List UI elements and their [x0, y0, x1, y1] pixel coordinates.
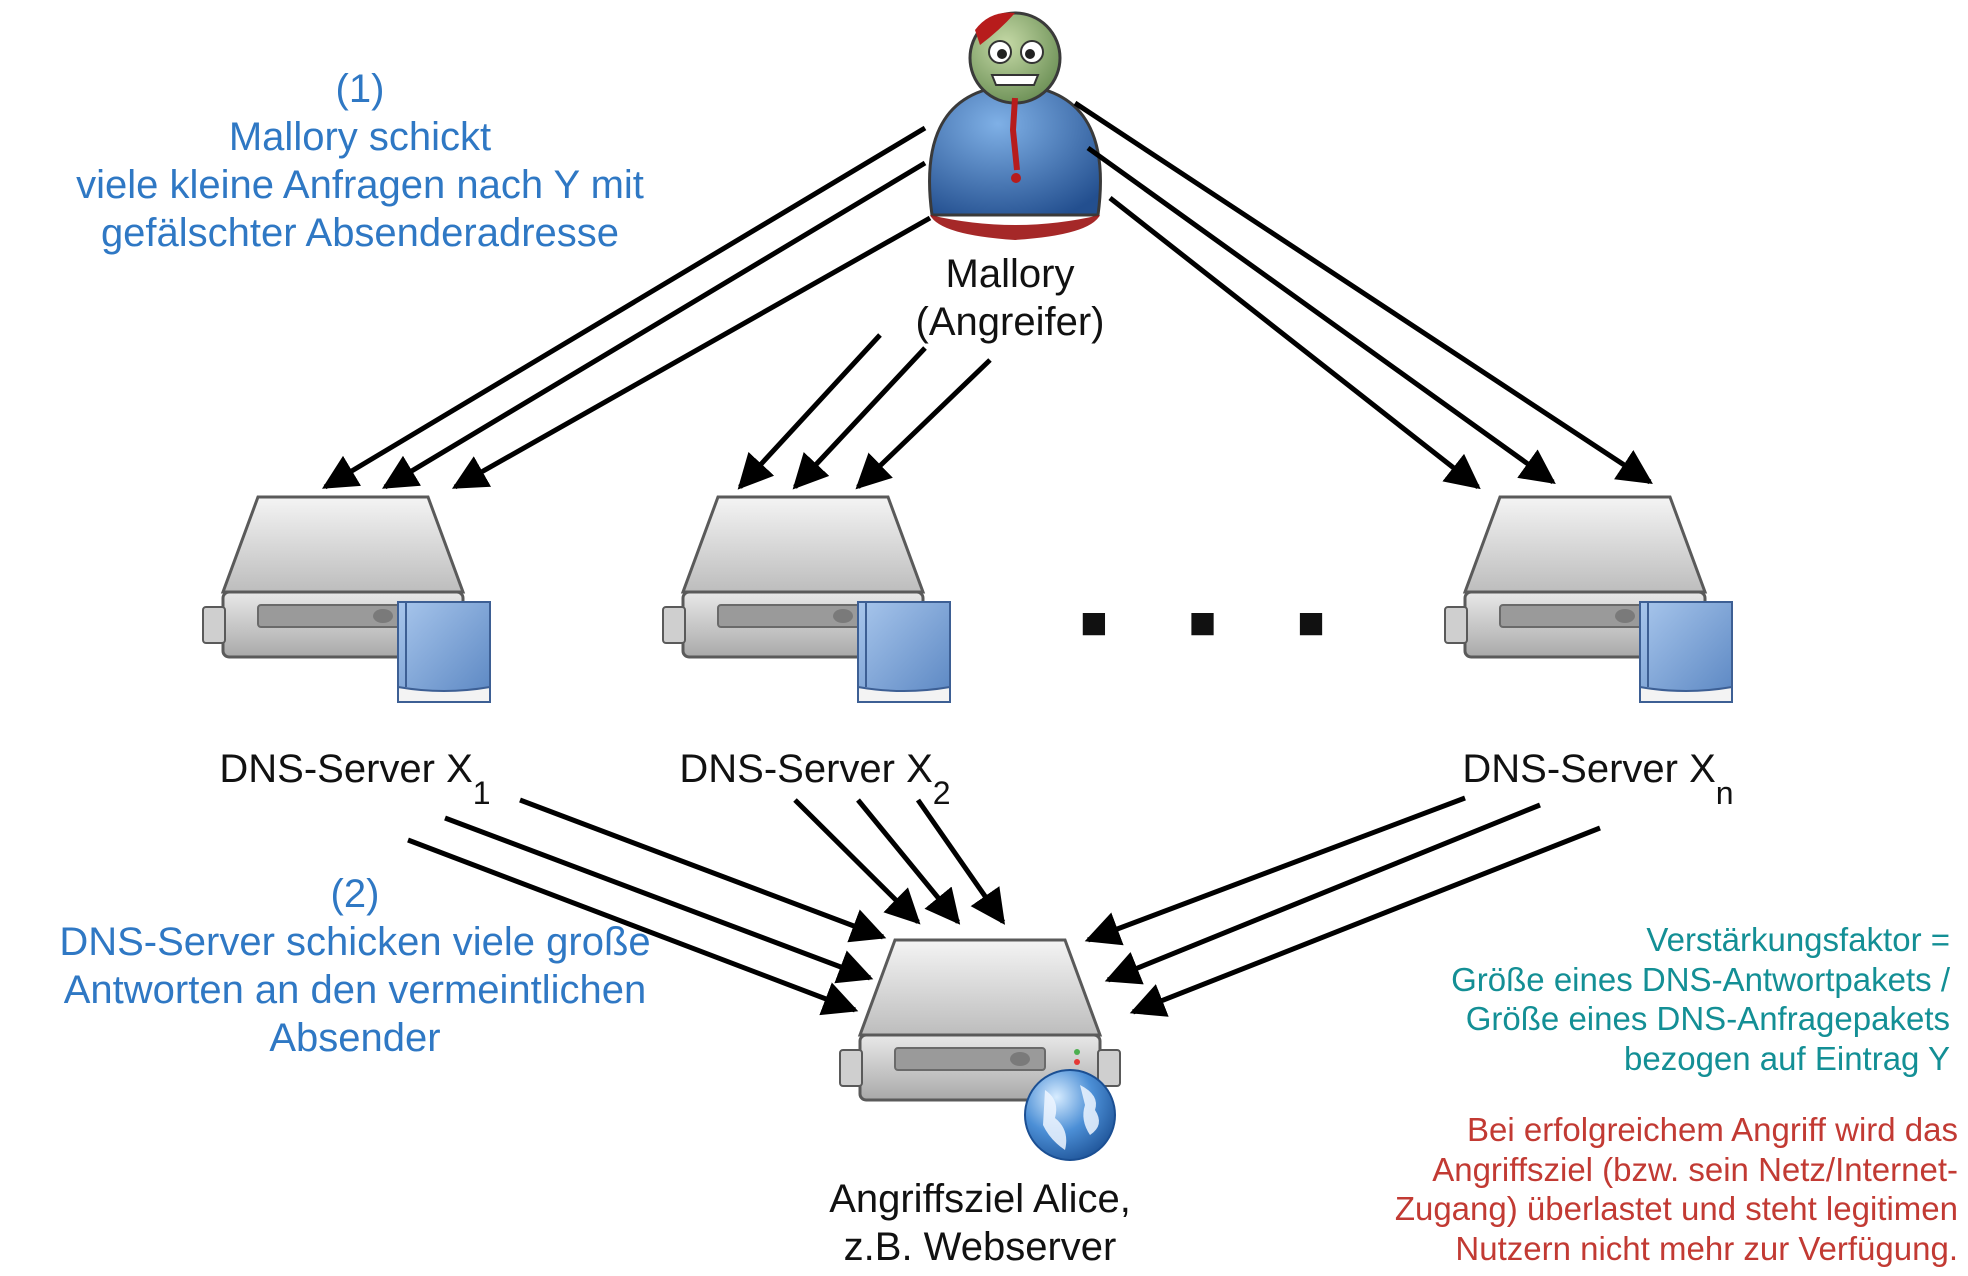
response-arrow [856, 798, 961, 925]
server-label-text: DNS-Server X [679, 747, 933, 791]
dns-server-icon [201, 495, 492, 704]
amplification-line: Verstärkungsfaktor = [1646, 921, 1950, 958]
response-arrows [407, 795, 1601, 1017]
response-arrow [1129, 825, 1601, 1017]
server-label-text: DNS-Server X [1462, 747, 1716, 791]
attacker-name: Mallory [945, 252, 1075, 296]
server-subscript: n [1715, 775, 1734, 811]
target-line-2: z.B. Webserver [843, 1225, 1117, 1269]
request-arrow [381, 160, 927, 490]
attacker-label: Mallory (Angreifer) [880, 250, 1140, 346]
zombie-attacker-icon [928, 11, 1102, 240]
step1-line: gefälschter Absenderadresse [100, 211, 620, 255]
step2-line: Antworten an den vermeintlichen [63, 968, 647, 1012]
step2-annotation: (2) DNS-Server schicken viele große Antw… [0, 870, 710, 1062]
request-arrow [1108, 196, 1481, 490]
response-arrow [793, 798, 921, 925]
step2-line: DNS-Server schicken viele große [59, 920, 651, 964]
server-label-2: DNS-Server X2 [665, 745, 965, 811]
server-label-1: DNS-Server X1 [205, 745, 505, 811]
request-arrow [321, 125, 927, 490]
server-subscript: 1 [472, 775, 491, 811]
server-subscript: 2 [932, 775, 951, 811]
response-arrow [407, 837, 859, 1016]
consequence-line: Zugang) überlastet und steht legitimen [1394, 1190, 1958, 1228]
server-label-text: DNS-Server X [219, 747, 473, 791]
amplification-line: bezogen auf Eintrag Y [1624, 1039, 1950, 1077]
consequence-line: Bei erfolgreichem Angriff wird das [1467, 1111, 1958, 1148]
target-label: Angriffsziel Alice, z.B. Webserver [780, 1175, 1180, 1271]
server-label-n: DNS-Server Xn [1448, 745, 1748, 811]
amplification-line: Größe eines DNS-Anfragepakets [1465, 1000, 1950, 1038]
web-server-globe-icon [838, 938, 1122, 1162]
request-arrow [737, 333, 882, 490]
step2-number: (2) [330, 872, 380, 916]
request-arrow [451, 215, 932, 490]
response-arrow [1104, 802, 1541, 985]
response-arrow [915, 798, 1006, 925]
amplification-line: Größe eines DNS-Antwortpakets / [1451, 960, 1950, 998]
step1-annotation: (1) Mallory schickt viele kleine Anfrage… [10, 65, 710, 257]
request-arrow [855, 358, 992, 490]
consequence-line: Angriffsziel (bzw. sein Netz/Internet- [1432, 1150, 1958, 1188]
amplification-note: Verstärkungsfaktor = Größe eines DNS-Ant… [1290, 920, 1950, 1078]
response-arrow [1084, 795, 1466, 946]
request-arrows [321, 100, 1653, 490]
response-arrow [444, 815, 874, 984]
step1-number: (1) [335, 67, 385, 111]
request-arrow [1073, 100, 1653, 485]
step1-line: Mallory schickt [228, 115, 492, 159]
response-arrow [519, 797, 887, 943]
consequence-line: Nutzern nicht mehr zur Verfügung. [1455, 1229, 1958, 1267]
step2-line: Absender [269, 1016, 441, 1060]
dns-server-icon [661, 495, 952, 704]
request-arrow [1086, 145, 1556, 485]
target-line-1: Angriffsziel Alice, [829, 1177, 1131, 1221]
server-ellipsis: ■ ■ ■ [1080, 596, 1359, 648]
request-arrow [792, 346, 927, 490]
attacker-role: (Angreifer) [915, 300, 1105, 344]
consequence-note: Bei erfolgreichem Angriff wird das Angri… [1230, 1110, 1958, 1268]
step1-line: viele kleine Anfragen nach Y mit [76, 163, 644, 207]
dns-server-icon [1443, 495, 1734, 704]
